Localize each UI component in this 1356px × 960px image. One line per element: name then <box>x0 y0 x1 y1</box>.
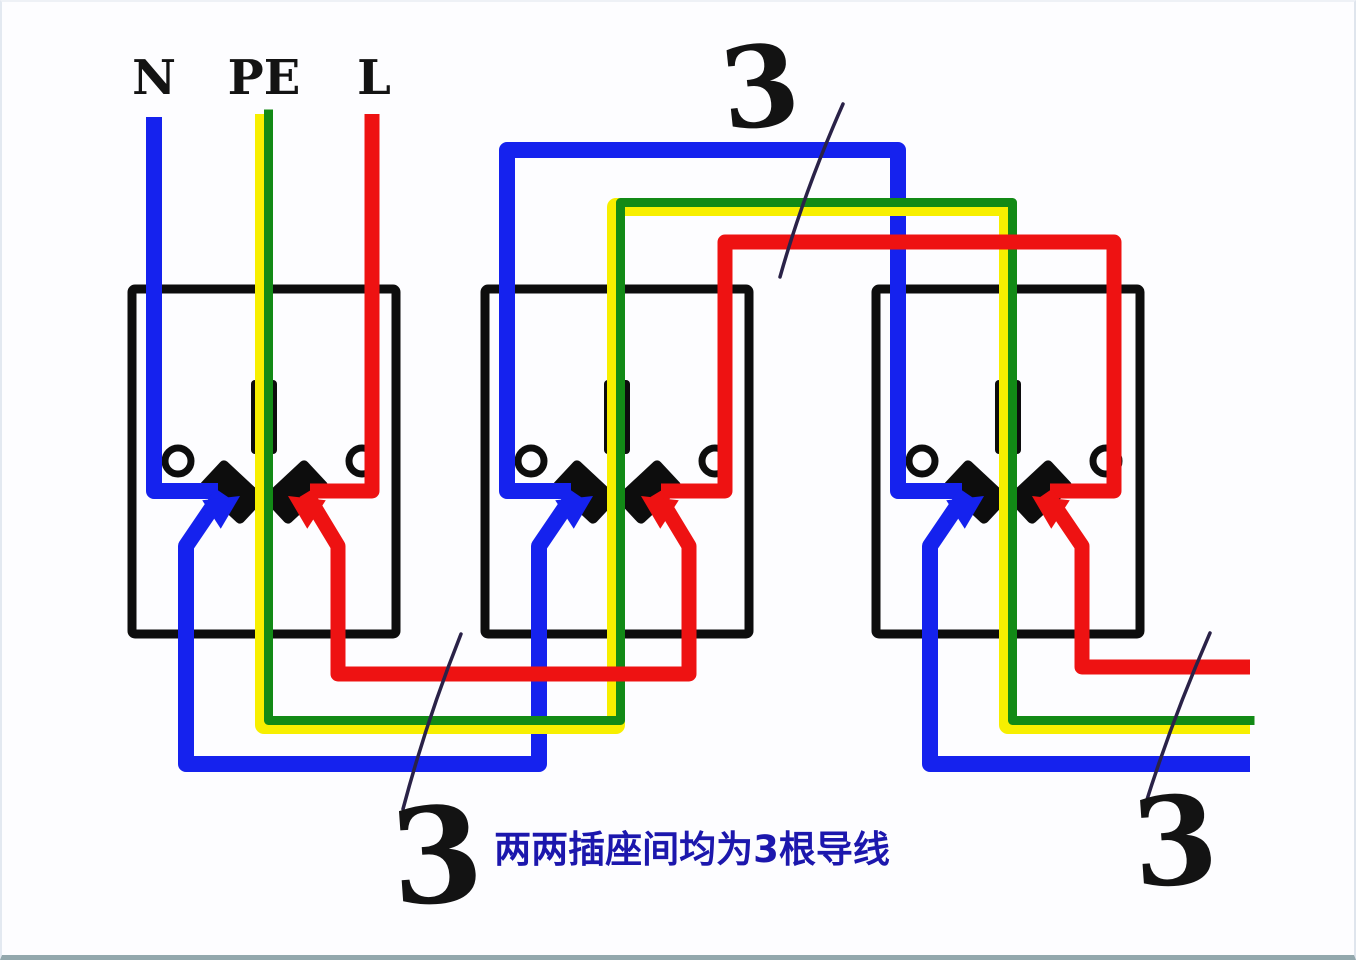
neutral-feed-wire <box>146 117 218 499</box>
pe-feed-label: PE <box>228 50 301 106</box>
live-link-socket1-socket2 <box>299 489 697 682</box>
wire-count-bottom-left: 3 <box>386 776 488 937</box>
socket-3-neutral-slot <box>943 460 1009 524</box>
socket-2-neutral-arrow-icon <box>555 496 593 529</box>
socket-2-neutral-slot <box>552 460 618 524</box>
wire-count-bottom-right: 3 <box>1128 766 1223 916</box>
socket-1-live-arrow-icon <box>288 496 326 529</box>
neutral-link-socket1-socket2 <box>178 488 582 772</box>
diagram-caption: 两两插座间均为3根导线 <box>494 828 890 871</box>
live-wires <box>299 114 1250 682</box>
socket-1-live-slot <box>263 460 329 524</box>
live-feed-wire <box>310 114 380 499</box>
slash-mark-bottom-left <box>401 632 463 811</box>
socket-2-live-arrow-icon <box>641 496 679 529</box>
neutral-feed-label: N <box>132 50 176 106</box>
slash-mark-bottom-right <box>1142 631 1212 811</box>
socket-3-neutral-arrow-icon <box>946 496 984 529</box>
socket-2-left-screw-hole <box>514 444 548 478</box>
socket-1-neutral-slot <box>199 460 265 524</box>
neutral-outgoing-wire <box>922 488 1250 772</box>
neutral-wires <box>146 117 1250 772</box>
feed-labels: N PE L <box>132 50 391 106</box>
pe-wires <box>255 109 1255 734</box>
socket-1-neutral-arrow-icon <box>202 496 240 529</box>
socket-3-live-arrow-icon <box>1032 496 1070 529</box>
wire-count-annotations: 3 3 3 <box>386 18 1223 937</box>
live-outgoing-wire <box>1039 488 1250 675</box>
socket-3-live-slot <box>1007 460 1073 524</box>
wire-count-top: 3 <box>714 18 805 156</box>
live-link-socket2-socket3 <box>661 234 1122 499</box>
neutral-link-socket2-socket3 <box>499 142 962 499</box>
socket-1-left-screw-hole <box>161 444 195 478</box>
socket-2-live-slot <box>616 460 682 524</box>
slash-mark-top <box>778 102 845 279</box>
pe-wire-green-stripe <box>264 109 1255 725</box>
terminal-arrows <box>202 496 1070 529</box>
live-feed-label: L <box>357 50 391 106</box>
socket-3-left-screw-hole <box>905 444 939 478</box>
